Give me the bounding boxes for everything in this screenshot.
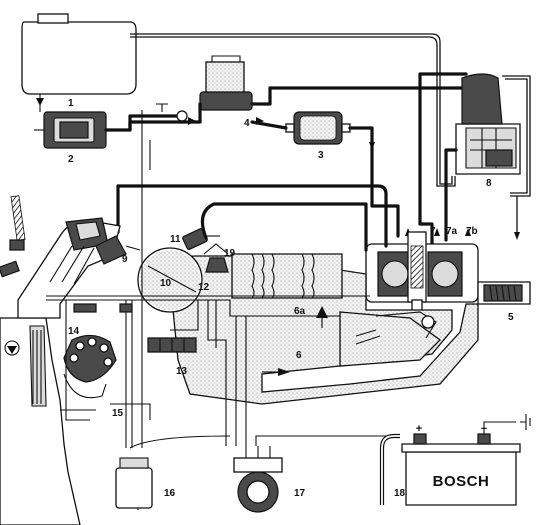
label-15: 15	[112, 408, 124, 419]
label-3: 3	[318, 150, 324, 161]
ignition-distributor	[63, 334, 117, 399]
label-2: 2	[68, 154, 74, 165]
return-line-outer	[130, 33, 453, 185]
electric-fuel-pump	[34, 94, 107, 149]
labels: 1 2 3 4 5 6 6a 7 7a 7b 8 9 10 11 12 13 1…	[68, 98, 514, 499]
label-14: 14	[68, 326, 80, 337]
label-16: 16	[164, 488, 176, 499]
throttle-body	[231, 253, 343, 299]
ground-symbol	[520, 414, 531, 430]
intake-runner	[17, 217, 121, 319]
label-13: 13	[176, 366, 188, 377]
control-relay	[115, 457, 153, 509]
label-18: 18	[394, 488, 406, 499]
warm-up-regulator	[455, 73, 521, 175]
label-9: 9	[122, 254, 128, 265]
fuel-accumulator	[199, 55, 253, 111]
down-arrow-marker	[7, 346, 17, 354]
label-19: 19	[224, 248, 236, 259]
battery: BOSCH + −	[401, 423, 521, 506]
label-11: 11	[170, 234, 181, 245]
sensor-13	[147, 337, 197, 353]
label-10: 10	[160, 278, 172, 289]
label-7: 7	[430, 226, 436, 237]
ignition-coil	[233, 446, 283, 513]
battery-brand: BOSCH	[433, 473, 490, 490]
label-7a: 7a	[446, 226, 458, 237]
battery-plus: +	[416, 423, 422, 435]
label-6: 6	[296, 350, 302, 361]
fuel-injector	[95, 235, 141, 265]
relay-terminal	[176, 110, 188, 122]
label-12: 12	[198, 282, 210, 293]
system-pressure-regulator	[477, 281, 531, 305]
label-1: 1	[68, 98, 74, 109]
label-5: 5	[508, 312, 514, 323]
engine-block	[0, 317, 81, 525]
fuel-filter	[285, 111, 351, 145]
thermo-time-switch	[182, 228, 220, 250]
label-6a: 6a	[294, 306, 306, 317]
spark-plug-small	[0, 260, 20, 278]
label-8: 8	[486, 178, 492, 189]
fuel-distributor	[365, 231, 479, 313]
flow-arrow	[188, 117, 196, 125]
label-4: 4	[244, 118, 250, 129]
spark-plug-left	[9, 195, 26, 251]
label-7b: 7b	[466, 226, 478, 237]
connector-14	[73, 303, 133, 313]
fuel-tank	[21, 13, 137, 95]
throttle-valve-switch	[203, 243, 229, 273]
label-17: 17	[294, 488, 306, 499]
